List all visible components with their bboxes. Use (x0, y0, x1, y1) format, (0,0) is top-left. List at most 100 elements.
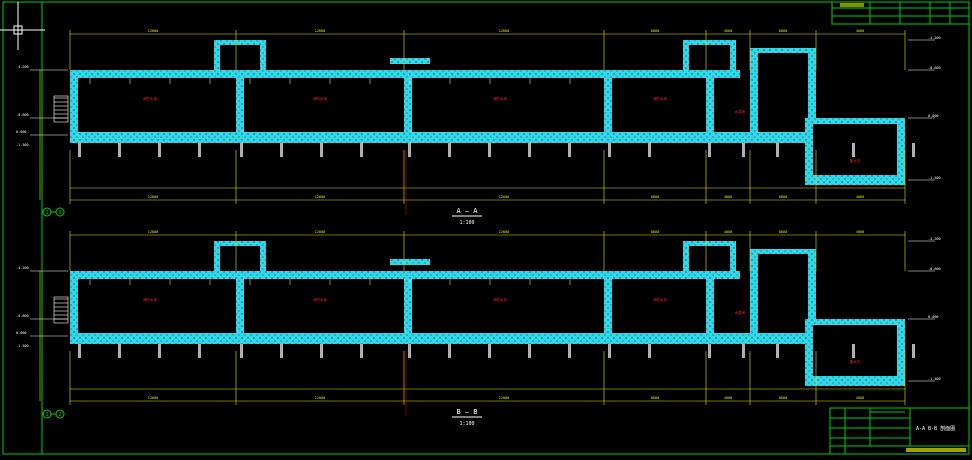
dim-label-bottom: 8800 (779, 195, 787, 199)
pile (852, 344, 855, 358)
stair-box (53, 95, 69, 123)
wall-1 (70, 74, 78, 136)
pit-bottom-slab (805, 175, 905, 185)
roof-box-1-right (260, 241, 266, 273)
level-label-right: -1.500 (928, 377, 941, 381)
level-label-right: 0.000 (928, 114, 939, 118)
right-box-left-wall (750, 50, 758, 135)
pit-left-wall (805, 319, 813, 385)
axis-marker-a-1: 1 (45, 210, 48, 216)
axis-marker-a-2: 9 (58, 210, 61, 216)
pile (608, 344, 611, 358)
dim-label-top: 12000 (148, 230, 159, 234)
bottom-slab (70, 132, 810, 143)
room-label: 消防水池 (653, 297, 667, 302)
pile (608, 143, 611, 157)
pit-right-wall (897, 319, 905, 385)
level-label: 0.000 (16, 130, 27, 134)
room-label: 集水坑 (850, 158, 861, 163)
section-b-title: B — B (456, 408, 477, 416)
pile (448, 344, 451, 358)
pile (78, 143, 81, 157)
dim-label-bottom: 12000 (499, 195, 510, 199)
level-label-right: -0.600 (928, 267, 941, 271)
roof-box-2-top (683, 40, 736, 45)
level-label-right: -0.600 (928, 66, 941, 70)
level-label-right: 0.000 (928, 315, 939, 319)
dim-label-top: 12000 (499, 29, 510, 33)
room-label: 水泵房 (735, 109, 746, 114)
level-label-right: -4.200 (928, 36, 941, 40)
section-a-title: A — A (456, 207, 478, 215)
room-label: 消防水池 (313, 297, 327, 302)
top-slab-right (610, 70, 740, 78)
roof-box-1-right (260, 40, 266, 72)
pile (488, 143, 491, 157)
dim-label-bottom: 12000 (315, 396, 326, 400)
level-label-right: -4.200 (928, 237, 941, 241)
level-label: -4.200 (16, 65, 29, 69)
right-box-top (750, 48, 816, 53)
right-box-right-wall (808, 50, 816, 120)
pile (742, 143, 745, 157)
roof-box-1-top (214, 40, 266, 45)
pile (648, 143, 651, 157)
level-label: 0.000 (16, 331, 27, 335)
dim-label-top: 4000 (724, 29, 732, 33)
wall-5 (706, 74, 714, 136)
roof-box-2-left (683, 40, 689, 72)
right-box-left-wall (750, 251, 758, 336)
wall-1 (70, 275, 78, 337)
roof-box-2-left (683, 241, 689, 273)
pile (648, 344, 651, 358)
roof-box-1-top (214, 241, 266, 246)
room-label: 消防水池 (143, 96, 157, 101)
title-block: A-A B-B 剖面图 (829, 407, 970, 455)
pit-right-wall (897, 118, 905, 184)
pile (776, 344, 779, 358)
pile (280, 344, 283, 358)
section-b-b: 消防水池消防水池消防水池消防水池水泵房集水坑120001200012000120… (16, 230, 941, 416)
room-label: 集水坑 (850, 359, 861, 364)
room-label: 消防水池 (653, 96, 667, 101)
level-label: -1.500 (16, 143, 29, 147)
pile (448, 143, 451, 157)
level-label-right: -1.500 (928, 176, 941, 180)
wall-4 (604, 74, 612, 136)
pile (360, 143, 363, 157)
wall-2 (236, 275, 244, 337)
roof-box-2-right (730, 241, 736, 273)
roof-box-1-left (214, 40, 220, 72)
level-label: -4.200 (16, 266, 29, 270)
section-b-title-group: B — B 1:100 (452, 408, 482, 427)
dim-label-top: 4000 (724, 230, 732, 234)
top-slab (70, 70, 610, 78)
dim-label-top: 12000 (315, 29, 326, 33)
pile (408, 344, 411, 358)
section-a-scale: 1:100 (459, 220, 474, 226)
pile (280, 143, 283, 157)
axis-marker-b-2: 2 (58, 412, 61, 418)
roof-box-1-left (214, 241, 220, 273)
dim-label-bottom: 12000 (499, 396, 510, 400)
stair-box (53, 296, 69, 324)
wall-3 (404, 74, 412, 136)
pile (776, 143, 779, 157)
dim-label-top: 12000 (315, 230, 326, 234)
pit-bottom-slab (805, 376, 905, 386)
level-label: -0.600 (16, 314, 29, 318)
pile (320, 344, 323, 358)
top-slab-right (610, 271, 740, 279)
roof-hatch (390, 259, 430, 265)
roof-box-2-right (730, 40, 736, 72)
pile (198, 143, 201, 157)
pile (708, 143, 711, 157)
dim-label-top: 8800 (651, 29, 659, 33)
top-slab (70, 271, 610, 279)
room-label: 消防水池 (313, 96, 327, 101)
section-b-scale: 1:100 (459, 421, 474, 427)
dim-label-bottom: 12000 (148, 195, 159, 199)
pile (408, 143, 411, 157)
